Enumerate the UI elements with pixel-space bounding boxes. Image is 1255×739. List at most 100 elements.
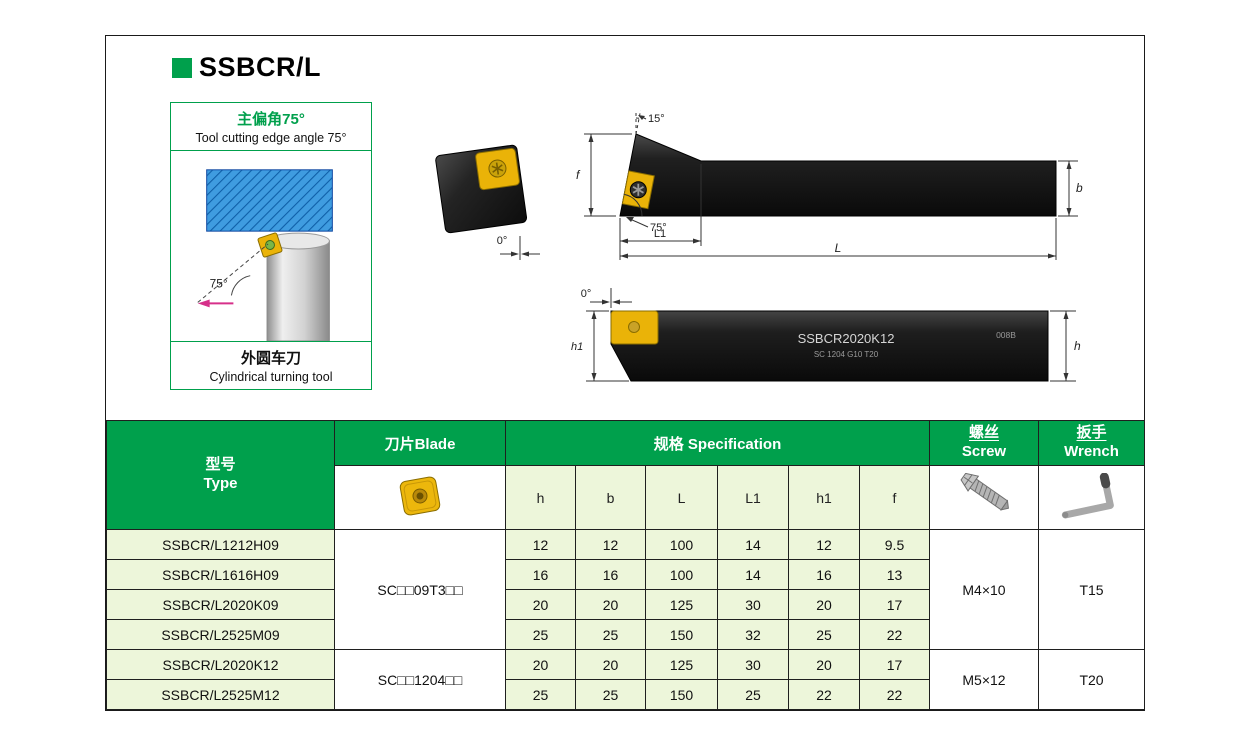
table-row: SSBCR/L2020K09 20 20 125 30 20 17 bbox=[106, 589, 1145, 620]
wrench-group-cell: T15 bbox=[1038, 529, 1145, 650]
holder-marking-sub: SC 1204 G10 T20 bbox=[814, 350, 879, 359]
caption-cn: 外圆车刀 bbox=[240, 350, 301, 367]
spec-table: 型号 Type 刀片Blade 规格 Specification 螺丝 Scre… bbox=[106, 420, 1145, 710]
front-angle-dimension bbox=[500, 236, 540, 260]
blade-group-cell: SC□□1204□□ bbox=[334, 649, 506, 710]
blade-column-header: 刀片Blade bbox=[334, 420, 506, 466]
value-cell: 12 bbox=[505, 529, 576, 560]
spec-col-h1: h1 bbox=[788, 465, 860, 530]
value-cell: 20 bbox=[788, 649, 860, 680]
dim-h1-label: h1 bbox=[571, 341, 583, 353]
title-bullet-icon bbox=[172, 57, 192, 78]
title-row: SSBCR/L bbox=[172, 52, 321, 83]
top-angle-label: 15° bbox=[648, 113, 665, 125]
table-row: SSBCR/L2525M09 25 25 150 32 25 22 bbox=[106, 619, 1145, 650]
wrench-group-cell: T20 bbox=[1038, 649, 1145, 710]
lead-angle-annotation bbox=[624, 193, 649, 228]
lead-angle-label: 75° bbox=[650, 222, 667, 234]
value-cell: 25 bbox=[575, 679, 646, 710]
type-column-header: 型号 Type bbox=[106, 420, 335, 530]
top-angle-annotation bbox=[635, 110, 647, 135]
value-cell: 16 bbox=[788, 559, 860, 590]
type-cell: SSBCR/L1212H09 bbox=[106, 529, 335, 560]
wrench-header-en: Wrench bbox=[1064, 443, 1119, 460]
value-cell: 22 bbox=[859, 619, 930, 650]
spec-column-header: 规格 Specification bbox=[505, 420, 930, 466]
angle-title-cn: 主偏角75° bbox=[237, 111, 305, 128]
dim-f bbox=[584, 133, 632, 217]
value-cell: 30 bbox=[717, 589, 789, 620]
value-cell: 20 bbox=[505, 589, 576, 620]
value-cell: 125 bbox=[645, 649, 718, 680]
insert-screw-hole-icon bbox=[628, 321, 640, 333]
top-angle-zero-label: 0° bbox=[581, 288, 592, 300]
value-cell: 22 bbox=[788, 679, 860, 710]
front-angle-label: 0° bbox=[497, 235, 508, 247]
workpiece-hatched bbox=[206, 169, 333, 232]
value-cell: 20 bbox=[575, 649, 646, 680]
value-cell: 20 bbox=[505, 649, 576, 680]
holder-top-view: SSBCR2020K12 SC 1204 G10 T20 008B 0° h1 bbox=[571, 288, 1081, 382]
caption-en: Cylindrical turning tool bbox=[209, 370, 333, 384]
dim-b-label: b bbox=[1076, 181, 1083, 195]
screw-icon-cell bbox=[929, 465, 1039, 530]
screw-header-en: Screw bbox=[961, 443, 1007, 460]
spec-col-b: b bbox=[575, 465, 646, 530]
value-cell: 30 bbox=[717, 649, 789, 680]
value-cell: 14 bbox=[717, 529, 789, 560]
type-header-en: Type bbox=[203, 475, 238, 492]
value-cell: 150 bbox=[645, 619, 718, 650]
screw-group-cell: M4×10 bbox=[929, 529, 1039, 650]
angle-box-header: 主偏角75° Tool cutting edge angle 75° bbox=[171, 103, 371, 151]
value-cell: 150 bbox=[645, 679, 718, 710]
dim-b bbox=[1058, 160, 1078, 217]
value-cell: 12 bbox=[575, 529, 646, 560]
value-cell: 25 bbox=[788, 619, 860, 650]
value-cell: 25 bbox=[505, 679, 576, 710]
angle-box-caption: 外圆车刀 Cylindrical turning tool bbox=[171, 341, 371, 389]
spec-col-h: h bbox=[505, 465, 576, 530]
table-subheader-row: h b L L1 h1 f bbox=[107, 465, 1145, 530]
cylinder-tool-body bbox=[266, 240, 330, 341]
wrench-icon-cell bbox=[1038, 465, 1145, 530]
spec-col-f: f bbox=[859, 465, 930, 530]
wrench-column-header: 扳手 Wrench bbox=[1038, 420, 1145, 466]
dim-l1-label: L1 bbox=[654, 228, 666, 240]
spec-col-L: L bbox=[645, 465, 718, 530]
table-row: SSBCR/L1616H09 16 16 100 14 16 13 bbox=[106, 559, 1145, 590]
dim-f-label: f bbox=[576, 168, 581, 182]
blade-insert-icon bbox=[399, 476, 441, 516]
table-header-row: 型号 Type 刀片Blade 规格 Specification 螺丝 Scre… bbox=[106, 420, 1145, 530]
angle-reference-line bbox=[197, 243, 269, 303]
clamp-screw-torx-icon bbox=[632, 183, 644, 196]
dim-h-label: h bbox=[1074, 339, 1081, 353]
value-cell: 125 bbox=[645, 589, 718, 620]
page-frame: SSBCR/L 主偏角75° Tool cutting edge angle 7… bbox=[105, 35, 1145, 711]
type-cell: SSBCR/L2525M12 bbox=[106, 679, 335, 710]
value-cell: 32 bbox=[717, 619, 789, 650]
dim-h bbox=[1050, 310, 1076, 382]
screw-group-cell: M5×12 bbox=[929, 649, 1039, 710]
angle-arc bbox=[230, 275, 251, 296]
dim-l bbox=[620, 218, 1057, 260]
type-cell: SSBCR/L1616H09 bbox=[106, 559, 335, 590]
page-title: SSBCR/L bbox=[199, 52, 322, 82]
holder-marking: SSBCR2020K12 bbox=[798, 331, 895, 346]
value-cell: 9.5 bbox=[859, 529, 930, 560]
value-cell: 16 bbox=[505, 559, 576, 590]
value-cell: 16 bbox=[575, 559, 646, 590]
value-cell: 20 bbox=[788, 589, 860, 620]
insert-icon bbox=[257, 232, 283, 258]
table-row: SSBCR/L2020K12 SC□□1204□□ 20 20 125 30 2… bbox=[106, 649, 1145, 710]
screw-column-header: 螺丝 Screw bbox=[929, 420, 1039, 466]
screw-icon bbox=[960, 472, 1009, 511]
holder-body-side bbox=[619, 133, 1057, 217]
type-cell: SSBCR/L2525M09 bbox=[106, 619, 335, 650]
table-row: SSBCR/L1212H09 SC□□09T3□□ 12 12 100 14 1… bbox=[106, 529, 1145, 650]
type-header-cn: 型号 bbox=[205, 456, 236, 474]
value-cell: 25 bbox=[505, 619, 576, 650]
screw-header-cn: 螺丝 bbox=[968, 424, 999, 442]
dim-h1 bbox=[586, 310, 629, 382]
holder-marking-code: 008B bbox=[996, 330, 1016, 340]
value-cell: 25 bbox=[717, 679, 789, 710]
